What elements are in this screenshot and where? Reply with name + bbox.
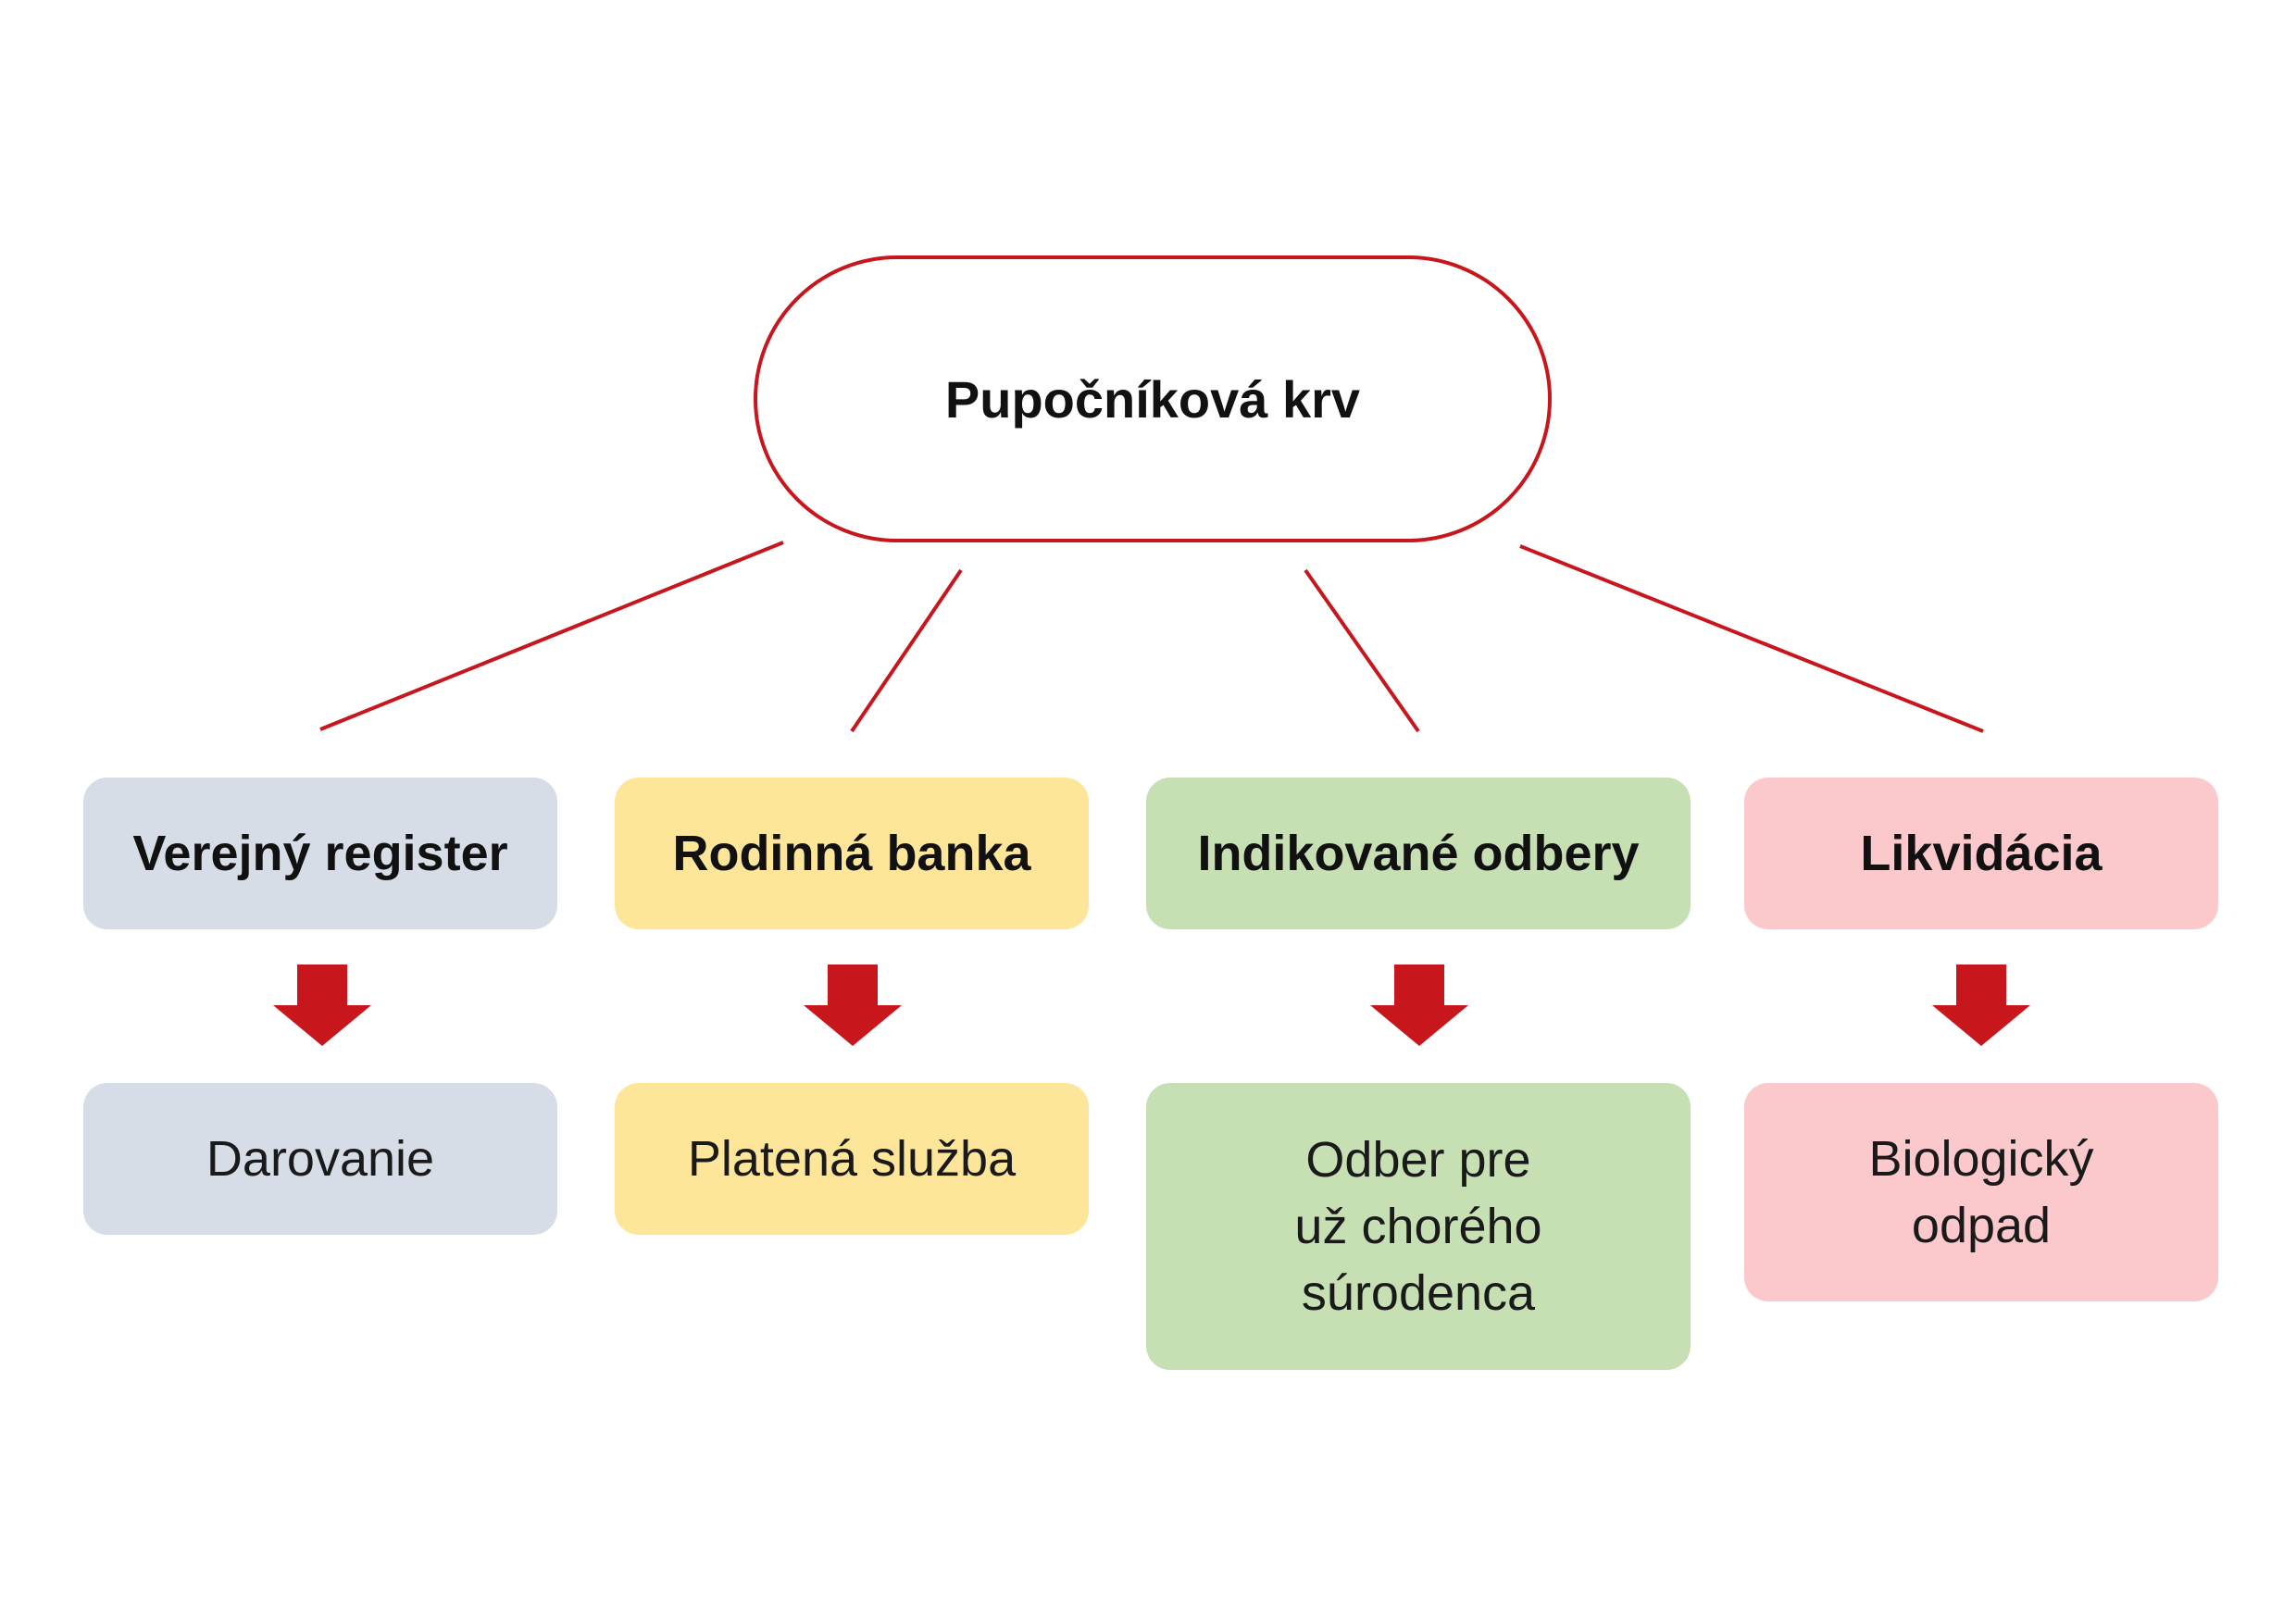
- category-public-registry: Verejný register: [83, 778, 557, 929]
- result-label: Platená služba: [687, 1131, 1017, 1187]
- arrow-down-icon: [1932, 965, 2030, 1046]
- connector-line-public-registry: [319, 541, 784, 731]
- category-label: Indikované odbery: [1197, 826, 1640, 881]
- root-node: Pupočníková krv: [754, 255, 1552, 542]
- category-label: Rodinná banka: [672, 826, 1031, 881]
- result-label: Odber pre už chorého súrodenca: [1294, 1132, 1542, 1321]
- result-donation: Darovanie: [83, 1083, 557, 1235]
- connector-line-disposal: [1519, 544, 1984, 733]
- result-label: Biologický odpad: [1868, 1131, 2094, 1253]
- arrow-down-icon: [273, 965, 371, 1046]
- category-family-bank: Rodinná banka: [615, 778, 1089, 929]
- result-label: Darovanie: [206, 1131, 435, 1187]
- connector-line-indicated: [1304, 568, 1420, 733]
- result-sibling-collection: Odber pre už chorého súrodenca: [1146, 1083, 1691, 1370]
- category-indicated-collections: Indikované odbery: [1146, 778, 1691, 929]
- connector-line-family-bank: [850, 568, 963, 733]
- result-paid-service: Platená služba: [615, 1083, 1089, 1235]
- result-biological-waste: Biologický odpad: [1744, 1083, 2218, 1301]
- category-label: Likvidácia: [1860, 826, 2103, 881]
- root-label: Pupočníková krv: [944, 369, 1361, 429]
- category-label: Verejný register: [132, 826, 508, 881]
- category-disposal: Likvidácia: [1744, 778, 2218, 929]
- arrow-down-icon: [1370, 965, 1468, 1046]
- arrow-down-icon: [804, 965, 902, 1046]
